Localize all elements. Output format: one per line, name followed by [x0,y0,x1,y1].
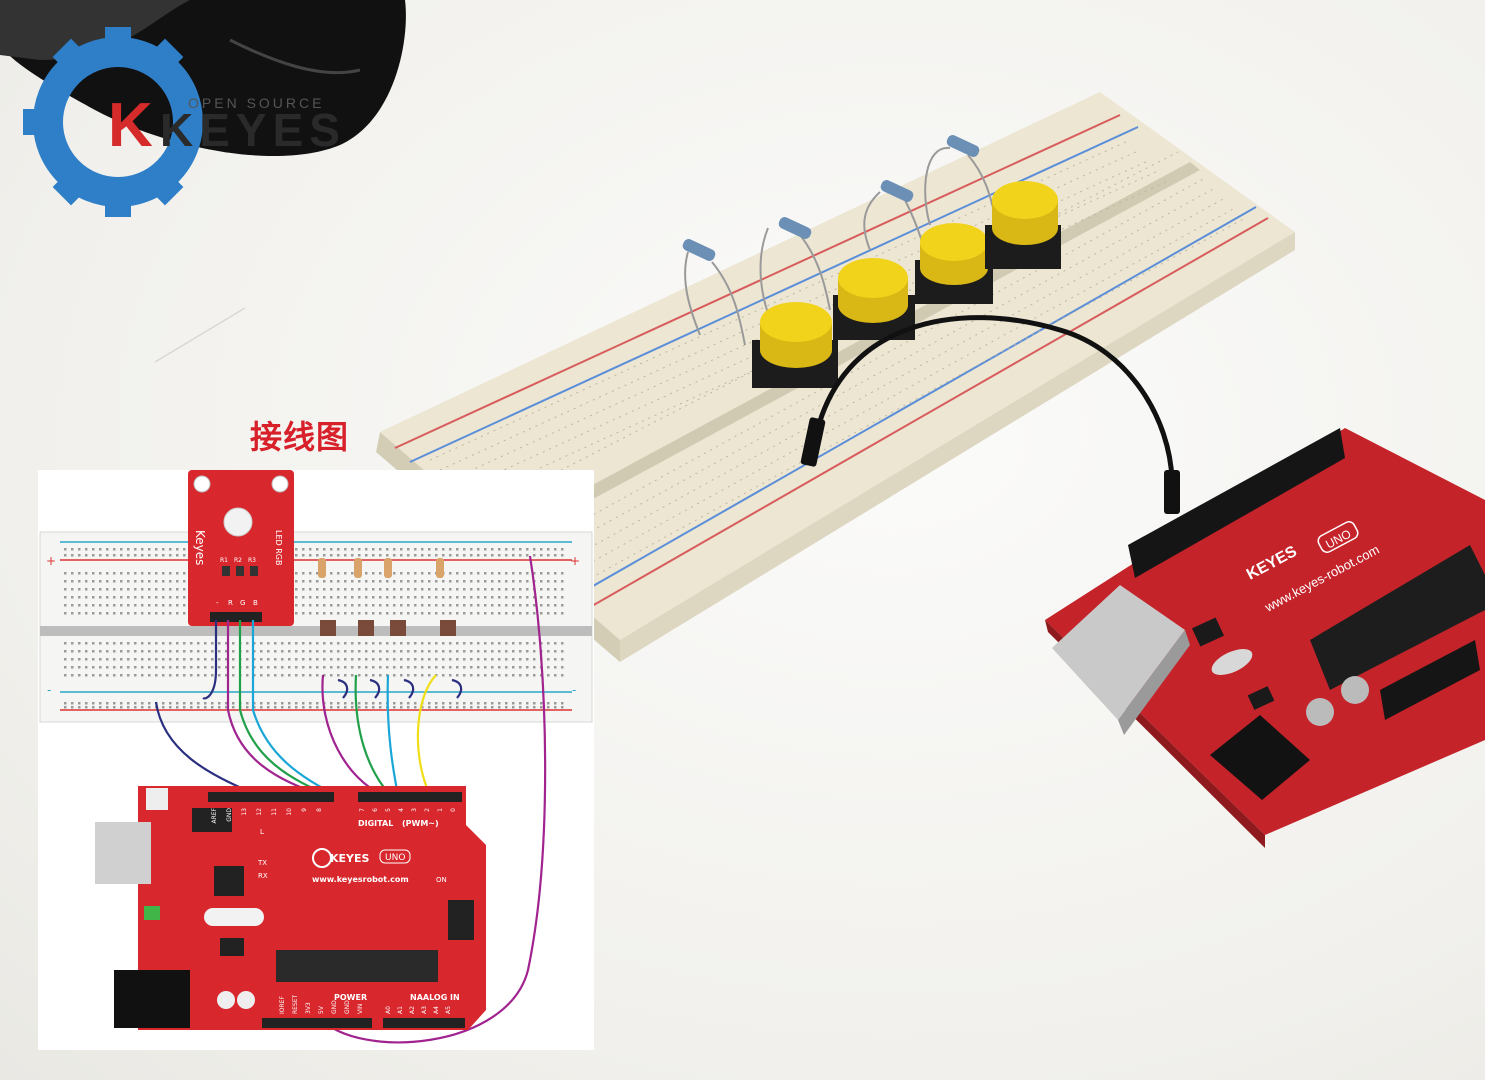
module-pin-g: G [240,599,245,607]
photo-resistor-bodies [682,135,980,261]
photo-push-buttons [752,181,1061,388]
power-pin-label: A2 [409,1006,416,1014]
digital-pin-label: 11 [271,808,278,816]
push-button-4 [985,181,1061,269]
power-pin-label: A5 [445,1006,452,1014]
power-pin-label: GND [331,1000,338,1014]
power-label: POWER [334,993,367,1002]
rail-plus-right: + [570,554,580,568]
diagram-resistors [318,558,444,578]
logo-tagline: OPEN SOURCE [188,95,324,111]
power-pin-label: 3V3 [305,1002,312,1014]
digital-pin-label: 2 [424,808,431,812]
digital-header-right [358,792,462,802]
power-analog-pin-labels: IOREF RESET 3V3 5V GND GND VIN A0 A1 A2 A3 A4 A5 [279,994,452,1014]
logo-text: KEYES [160,104,346,156]
reset-button [146,788,168,810]
digital-pin-label: 5 [385,808,392,812]
digital-pin-label: 0 [450,808,457,812]
module-part-r2: R2 [234,557,242,564]
digital-pin-label: 10 [286,808,293,816]
digital-pin-label: AREF [211,807,218,823]
digital-pin-label: 4 [398,808,405,812]
diagram-board-url: www.keyesrobot.com [312,875,409,884]
rail-minus-right: - [572,683,576,697]
module-part-r3: R3 [248,557,256,564]
digital-pin-label: 6 [372,808,379,812]
keyes-logo: K KEYES OPEN SOURCE [23,27,346,217]
power-pin-label: A4 [433,1006,440,1014]
push-button-1 [752,302,838,388]
module-name: LED RGB [274,530,283,565]
digital-label: DIGITAL [358,819,393,828]
power-pin-label: A0 [385,1006,392,1014]
power-pin-label: RESET [292,994,299,1014]
power-pin-label: A1 [397,1006,404,1014]
icsp-header-usb [192,808,232,832]
on-label: ON [436,876,447,884]
diagram-board-model: UNO [385,853,405,863]
svg-text:KEYES: KEYES [330,852,370,865]
gear-icon [23,27,203,217]
power-pin-label: 5V [318,1005,325,1014]
analog-label: NAALOG IN [410,993,460,1002]
digital-pin-label: 7 [359,808,366,812]
digital-pin-label: 8 [316,808,323,812]
rail-plus-left: + [46,554,56,568]
power-pin-label: IOREF [279,996,286,1014]
module-pin-b: B [253,599,258,607]
power-pin-label: VIN [357,1004,364,1014]
rail-minus-left: - [47,683,51,697]
usb-chip [214,866,244,896]
diagram-breadboard: + + - - [39,531,593,723]
module-part-r1: R1 [220,557,228,564]
digital-pin-label: 12 [256,808,263,816]
tx-label: TX [257,859,267,867]
l-label: L [260,828,264,836]
diagram-push-buttons [320,620,456,636]
diagram-board-logo: KEYES [312,848,370,868]
crystal [204,908,264,926]
photo-arduino-board: KEYES UNO www.keyes-robot.com [1045,428,1485,848]
led-rgb-module: R1 R2 R3 - R G B Keyes LED RGB [188,470,294,626]
digital-pin-label: 9 [301,808,308,812]
analog-header [383,1018,465,1028]
digital-pin-label: 13 [241,808,248,816]
wiring-diagram-caption: 接线图 [250,418,350,456]
module-pin-r: R [228,599,233,607]
icsp-header [448,900,474,940]
push-button-2 [833,258,915,340]
pwm-label: (PWM~) [402,819,439,828]
wiring-diagram: + + - - R1 R2 R3 - R G B Keyes LED RGB [38,470,594,1050]
regulator [220,938,244,956]
digital-pin-label: 3 [411,808,418,812]
digital-pin-label: GND [226,808,233,822]
digital-pin-label: 1 [437,808,444,812]
power-pin-label: A3 [421,1006,428,1014]
digital-header-left [208,792,334,802]
atmega-chip [276,950,438,982]
logo-letter-k: K [108,91,153,160]
power-pin-label: GND [344,1000,351,1014]
push-button-3 [915,223,993,304]
photo-jumper-wire [800,315,1180,514]
module-brand: Keyes [193,530,207,565]
power-header [262,1018,372,1028]
module-pin-gnd: - [216,599,219,607]
rx-label: RX [258,872,268,880]
